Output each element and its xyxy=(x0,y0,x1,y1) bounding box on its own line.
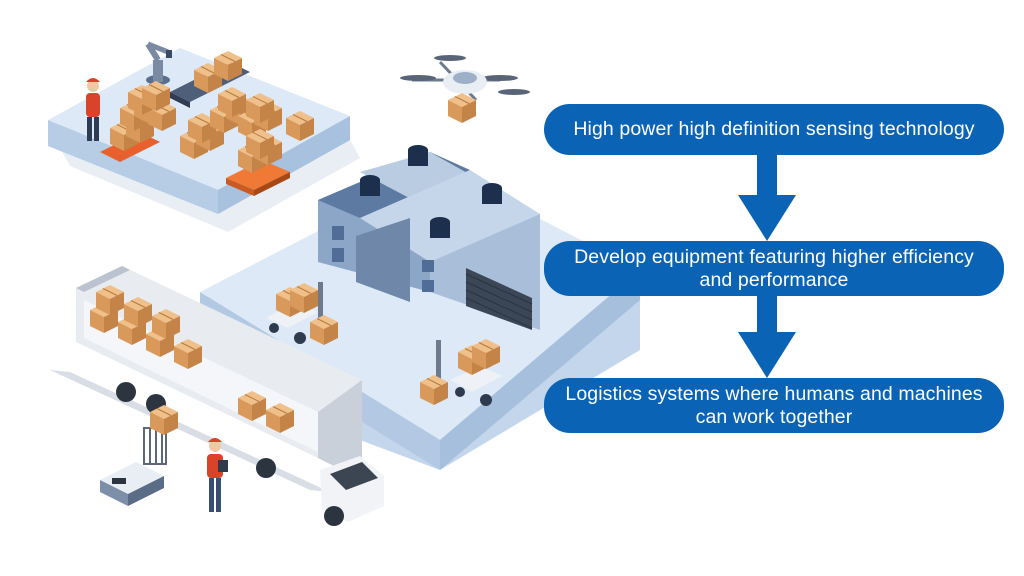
flow-step-2-line-1: Develop equipment featuring higher effic… xyxy=(574,245,974,268)
flow-step-2-line-2: and performance xyxy=(699,268,849,291)
flow-step-3: Logistics systems where humans and machi… xyxy=(544,378,1004,433)
conveyor xyxy=(170,50,250,108)
drone-icon xyxy=(400,55,530,124)
flow-step-1: High power high definition sensing techn… xyxy=(544,104,1004,155)
down-arrow-icon xyxy=(738,155,796,241)
down-arrow-icon xyxy=(738,296,796,378)
pallet-jack xyxy=(100,112,160,162)
worker-icon xyxy=(207,438,228,512)
worker-icon xyxy=(86,78,100,141)
agv-icon xyxy=(100,404,179,506)
forklift-icon xyxy=(419,338,502,406)
warehouse-icon xyxy=(318,145,540,330)
agv-icon xyxy=(226,128,290,196)
flow-step-1-line-1: High power high definition sensing techn… xyxy=(573,118,975,140)
truck-icon xyxy=(50,266,384,526)
forklift-icon xyxy=(266,282,339,346)
flow-step-3-line-1: Logistics systems where humans and machi… xyxy=(565,382,983,405)
flow-step-3-line-2: can work together xyxy=(695,405,853,428)
robot-arm-icon xyxy=(145,41,172,85)
flow-step-2: Develop equipment featuring higher effic… xyxy=(544,241,1004,296)
